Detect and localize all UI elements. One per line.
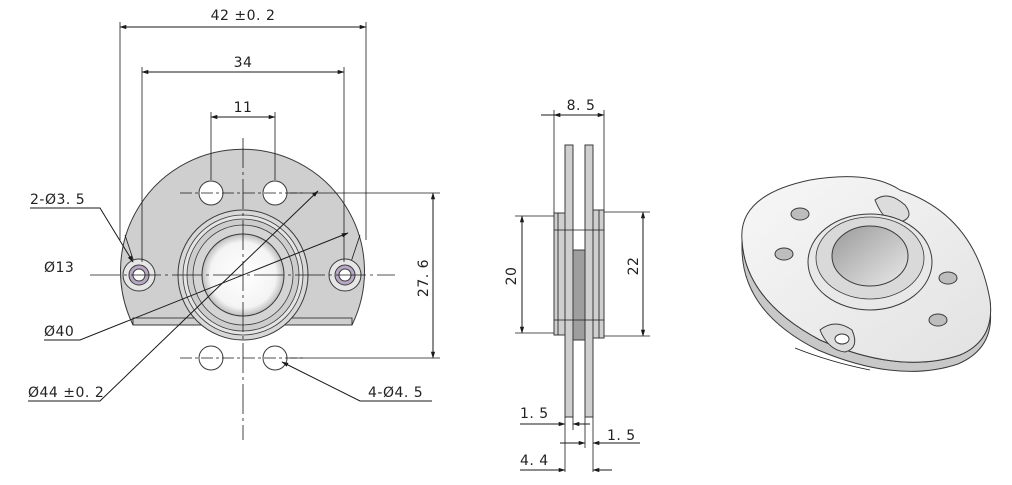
dim-left-boss: 20 — [504, 267, 520, 286]
side-view: 8. 5 20 22 1. 5 1. 5 4. 4 — [504, 98, 650, 473]
plate-left — [564, 144, 574, 418]
label-outer-diameter: Ø44 ±0. 2 — [28, 385, 104, 401]
boss-left — [553, 212, 566, 336]
slot-hole-left — [122, 258, 156, 292]
boss-right — [592, 209, 605, 339]
label-inner-diameter: Ø40 — [44, 324, 74, 340]
dim-total-thickness: 8. 5 — [567, 98, 596, 114]
front-view: 42 ±0. 2 34 11 27. 6 2-Ø3. 5 Ø13 Ø40 Ø44… — [28, 8, 440, 440]
plate-right — [584, 144, 594, 418]
label-counterbore: Ø13 — [44, 260, 74, 276]
label-slot-holes: 2-Ø3. 5 — [30, 192, 85, 208]
dim-gap: 4. 4 — [520, 453, 549, 469]
isometric-view — [741, 176, 992, 372]
dim-overall-width: 42 ±0. 2 — [211, 8, 276, 24]
label-mount-holes: 4-Ø4. 5 — [368, 385, 423, 401]
dim-height: 27. 6 — [416, 259, 432, 297]
dim-plate-left: 1. 5 — [520, 406, 549, 422]
dim-plate-right: 1. 5 — [607, 428, 636, 444]
dim-hole-spacing: 11 — [234, 100, 253, 116]
dim-right-boss: 22 — [626, 257, 642, 276]
dim-slot-span: 34 — [234, 55, 253, 71]
